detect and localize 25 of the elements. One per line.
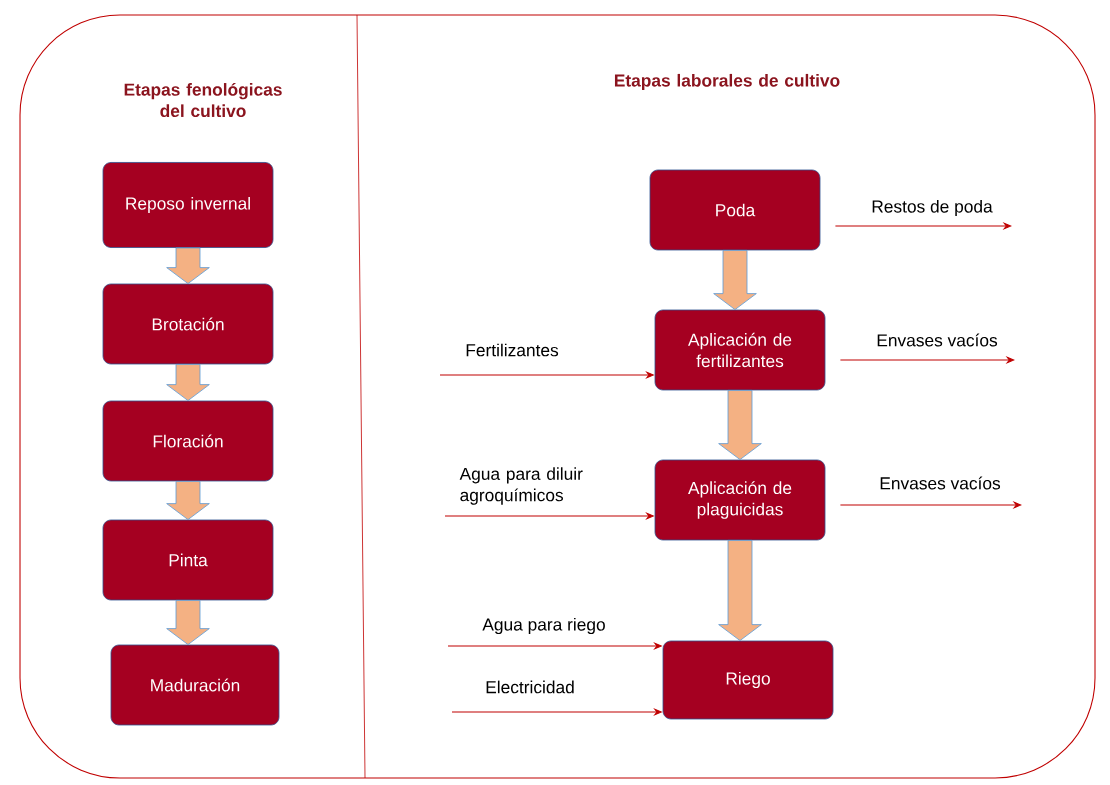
block-arrow <box>166 600 210 645</box>
stage-box: Aplicación de plaguicidas <box>654 459 826 541</box>
stage-box: Poda <box>649 169 821 251</box>
stage-box: Reposo invernal <box>102 162 274 248</box>
block-arrow <box>166 481 210 520</box>
edge-label: Agua para riego <box>482 617 605 635</box>
stage-box: Brotación <box>102 283 274 365</box>
edge-label: Envases vacíos <box>877 333 998 347</box>
panel-heading: Etapas laborales de cultivo <box>614 73 840 91</box>
edge-label: Electricidad <box>486 680 574 694</box>
stage-box: Riego <box>662 640 834 720</box>
panel-heading: Etapas fenológicas del cultivo <box>124 82 282 118</box>
edge-label: Agua para diluir agroquímicos <box>459 467 583 505</box>
stage-box: Floración <box>102 400 274 482</box>
block-arrow <box>718 390 762 460</box>
stage-box: Maduración <box>110 644 280 726</box>
stage-box: Aplicación de fertilizantes <box>654 309 826 391</box>
block-arrow <box>713 250 757 310</box>
block-arrow <box>166 364 210 401</box>
edge-label: Restos de poda <box>872 199 993 217</box>
edge-label: Envases vacíos <box>880 476 1001 490</box>
edge-label: Fertilizantes <box>466 343 559 357</box>
block-arrow <box>718 540 762 641</box>
stage-box: Pinta <box>102 519 274 601</box>
block-arrow <box>166 247 210 284</box>
